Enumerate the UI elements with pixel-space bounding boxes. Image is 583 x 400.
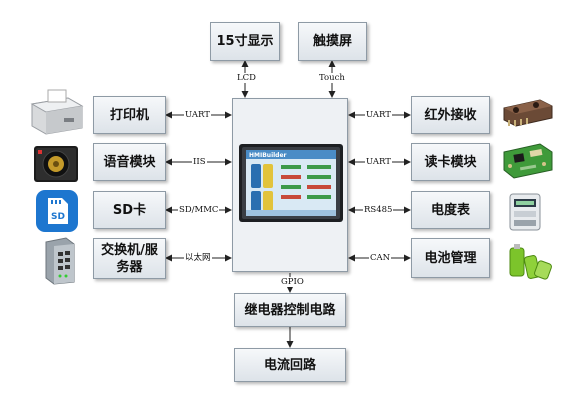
sd-mmc-label: SD/MMC [178,205,220,215]
current-loop-box: 电流回路 [234,348,346,382]
printer-box: 打印机 [93,96,166,134]
infrared-receiver-box: 红外接收 [411,96,490,134]
touchscreen-box: 触摸屏 [298,22,367,61]
card-reader-board-icon [503,143,553,179]
gpio-label: GPIO [280,277,305,287]
meter-rs485-label: RS485 [363,205,394,215]
hmi-app-title: HMIBuilder [249,152,287,159]
main-controller: HMIBuilder [232,98,348,272]
receipt-printer-icon [30,89,84,135]
touch-label: Touch [318,73,346,83]
lcd-label: LCD [236,73,257,83]
network-switch-icon [45,237,75,285]
svg-text:SD: SD [51,212,65,222]
energy-meter-box: 电度表 [411,191,490,229]
ethernet-label: 以太网 [184,253,212,263]
battery-management-box: 电池管理 [411,238,490,278]
sd-card-box: SD卡 [93,191,166,229]
sd-card-icon: SD [36,190,78,232]
battery-icon [509,244,552,280]
hmi-panel-icon: HMIBuilder [239,144,343,222]
ir-receiver-icon [503,99,553,127]
infrared-uart-label: UART [365,110,392,120]
speaker-module-icon [34,146,78,182]
voice-iis-label: IIS [192,157,207,167]
battery-can-label: CAN [369,253,392,263]
card-reader-module-box: 读卡模块 [411,143,490,181]
printer-uart-label: UART [184,110,211,120]
card-reader-uart-label: UART [365,157,392,167]
display-15inch-box: 15寸显示 [210,22,280,61]
voice-module-box: 语音模块 [93,143,166,181]
relay-control-circuit-box: 继电器控制电路 [234,293,346,327]
switch-server-box: 交换机/服 务器 [93,238,166,279]
energy-meter-icon [509,193,541,231]
